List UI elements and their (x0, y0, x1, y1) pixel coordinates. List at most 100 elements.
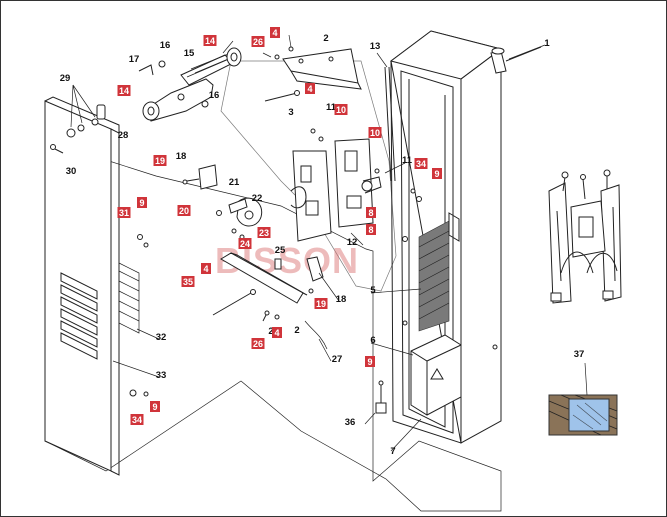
svg-text:9: 9 (434, 169, 439, 179)
svg-text:9: 9 (139, 198, 144, 208)
left-door (44, 96, 149, 476)
cam-parts (216, 197, 263, 240)
part-label-l28: 28 (118, 130, 129, 141)
part-label-l33: 33 (156, 370, 167, 381)
part-label-l6: 6 (370, 335, 375, 346)
part-badge-b20: 20 (177, 205, 191, 216)
svg-text:19: 19 (316, 299, 326, 309)
inset-window-37 (548, 362, 618, 436)
part-badge-b9b: 9 (137, 197, 147, 208)
svg-text:26: 26 (253, 37, 263, 47)
part-badge-b4d: 4 (272, 327, 282, 338)
part-label-l5: 5 (370, 285, 376, 296)
part-label-l17: 17 (129, 54, 140, 65)
svg-text:34: 34 (416, 159, 426, 169)
svg-text:10: 10 (370, 128, 380, 138)
part-badge-b34b: 34 (130, 414, 144, 425)
part-label-l3: 3 (288, 107, 293, 118)
part-label-l2c: 2 (294, 325, 299, 336)
part-badge-b9a: 9 (432, 168, 442, 179)
svg-text:20: 20 (179, 206, 189, 216)
part-label-l25: 25 (275, 245, 286, 256)
background-outline (44, 100, 502, 512)
svg-text:8: 8 (368, 225, 373, 235)
leader-lines (112, 40, 546, 452)
shaft-assembly (138, 47, 242, 122)
part-badge-b14a: 14 (203, 35, 217, 46)
key-part (364, 380, 387, 425)
part-label-l27: 27 (332, 354, 343, 365)
top-rail (262, 34, 362, 102)
bottom-rail (212, 252, 328, 350)
part-label-l2b: 2 (268, 326, 273, 337)
svg-text:35: 35 (183, 277, 193, 287)
svg-text:26: 26 (253, 339, 263, 349)
svg-text:19: 19 (155, 156, 165, 166)
part-badge-b4c: 4 (201, 263, 211, 274)
part-label-l21: 21 (229, 177, 240, 188)
part-label-l12: 12 (347, 237, 358, 248)
junction-box (410, 334, 462, 416)
part-badge-b9d: 9 (150, 401, 160, 412)
part-badge-b10b: 10 (368, 127, 382, 138)
part-badge-b10a: 10 (334, 104, 348, 115)
part-label-l13: 13 (370, 41, 381, 52)
part-label-l11b: 11 (402, 155, 413, 166)
part-label-l15: 15 (184, 48, 195, 59)
part-badge-b8a: 8 (366, 207, 376, 218)
part-label-l1: 1 (544, 38, 550, 49)
svg-text:34: 34 (132, 415, 142, 425)
svg-text:4: 4 (274, 328, 279, 338)
part-badge-b4b: 4 (305, 83, 315, 94)
svg-text:8: 8 (368, 208, 373, 218)
svg-text:10: 10 (336, 105, 346, 115)
svg-text:9: 9 (152, 402, 157, 412)
part-label-l16b: 16 (209, 90, 220, 101)
svg-text:4: 4 (203, 264, 208, 274)
part-badge-b14b: 14 (117, 85, 131, 96)
svg-text:31: 31 (119, 208, 129, 218)
svg-text:24: 24 (240, 239, 250, 249)
part-badge-b35: 35 (181, 276, 195, 287)
door-lock-parts (50, 84, 106, 154)
part-label-l18a: 18 (176, 151, 187, 162)
handle-upper (182, 164, 218, 190)
part-label-l2a: 2 (323, 33, 328, 44)
part-badge-b9c: 9 (365, 356, 375, 367)
part-label-l29: 29 (60, 73, 71, 84)
part-badge-b34a: 34 (414, 158, 428, 169)
part-label-l37: 37 (574, 349, 585, 360)
part-badge-b23: 23 (257, 227, 271, 238)
part-badge-b24: 24 (238, 238, 252, 249)
svg-text:9: 9 (367, 357, 372, 367)
part-badge-b26a: 26 (251, 36, 265, 47)
door-mesh (118, 262, 140, 334)
part-badge-b4a: 4 (270, 27, 280, 38)
inset-mechanism-detail (548, 169, 622, 304)
part-badge-b26b: 26 (251, 338, 265, 349)
part-label-l11a: 11 (326, 102, 337, 113)
part-label-l16a: 16 (160, 40, 171, 51)
mid-outline (220, 60, 397, 292)
part-label-l36: 36 (345, 417, 356, 428)
main-cabinet (384, 30, 542, 444)
svg-text:4: 4 (272, 28, 277, 38)
part-badge-b19a: 19 (153, 155, 167, 166)
svg-text:23: 23 (259, 228, 269, 238)
part-badge-b19b: 19 (314, 298, 328, 309)
part-label-l22: 22 (252, 193, 263, 204)
cabinet-grille (418, 212, 460, 332)
svg-text:4: 4 (307, 84, 312, 94)
svg-text:14: 14 (205, 36, 215, 46)
part-label-l32: 32 (156, 332, 167, 343)
door-louvers (60, 272, 98, 360)
part-badge-b8b: 8 (366, 224, 376, 235)
part-label-l7: 7 (390, 446, 395, 457)
mechanism-plates (290, 128, 382, 242)
part-label-l30: 30 (66, 166, 77, 177)
svg-text:14: 14 (119, 86, 129, 96)
